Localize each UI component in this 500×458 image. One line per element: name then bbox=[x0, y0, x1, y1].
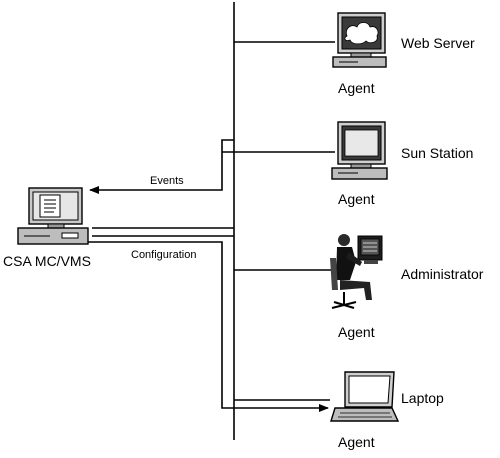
events-arrow bbox=[90, 139, 234, 190]
laptop-label: Laptop bbox=[401, 390, 444, 406]
sun-station-agent-label: Agent bbox=[338, 191, 375, 207]
events-label: Events bbox=[150, 175, 184, 187]
laptop-icon bbox=[330, 371, 400, 422]
csa-workstation-icon bbox=[17, 187, 89, 245]
web-server-agent-label: Agent bbox=[338, 80, 375, 96]
administrator-icon bbox=[330, 234, 383, 309]
laptop-agent-label: Agent bbox=[338, 434, 375, 450]
web-server-label: Web Server bbox=[401, 35, 475, 51]
administrator-agent-label: Agent bbox=[338, 324, 375, 340]
web-server-icon bbox=[332, 12, 387, 68]
sun-station-icon bbox=[331, 121, 388, 180]
csa-node-label: CSA MC/VMS bbox=[3, 253, 91, 269]
configuration-arrow bbox=[80, 241, 329, 412]
administrator-label: Administrator bbox=[401, 266, 484, 282]
sun-station-label: Sun Station bbox=[401, 145, 473, 161]
configuration-label: Configuration bbox=[131, 249, 196, 261]
